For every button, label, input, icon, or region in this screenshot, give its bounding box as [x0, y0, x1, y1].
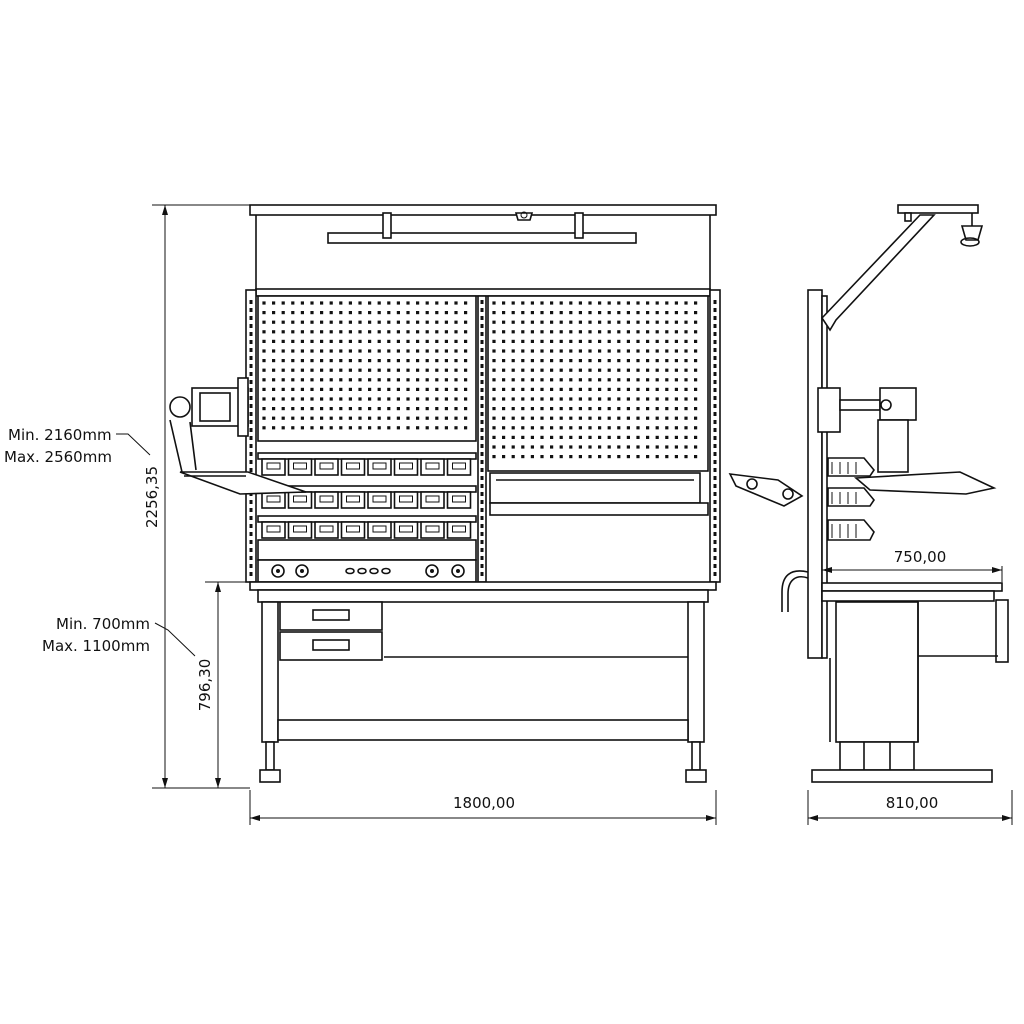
panel-top-rail — [255, 288, 711, 297]
center-bracket-hole — [520, 211, 528, 219]
worktop-frame — [257, 589, 709, 603]
table-min-label: Min. 700mm — [56, 615, 150, 633]
height-max-label: Max. 2560mm — [4, 448, 112, 466]
foot-left — [259, 769, 281, 783]
pegboard-right — [487, 295, 709, 472]
height-range-leader — [116, 433, 151, 456]
leg-right-lower — [691, 741, 701, 771]
lamp-hanger-right — [574, 212, 584, 239]
right-shelf-lip — [489, 502, 709, 516]
depth-base-label: 810,00 — [886, 794, 939, 812]
leg-right-upper — [687, 601, 705, 743]
lamp-arm-top — [897, 204, 979, 214]
pegboard-left — [257, 295, 477, 442]
side-worktop — [821, 582, 1003, 592]
top-crossbar — [249, 204, 717, 216]
lamp-hanger-left — [382, 212, 392, 239]
power-sockets — [271, 564, 465, 578]
height-min-label: Min. 2160mm — [8, 426, 112, 444]
foot-right — [685, 769, 707, 783]
table-max-label: Max. 1100mm — [42, 637, 150, 655]
center-bracket — [514, 212, 534, 221]
depth-top-label: 750,00 — [894, 548, 947, 566]
total-height-label: 2256,35 — [143, 466, 161, 528]
side-base-foot — [811, 769, 993, 783]
side-drawer-front — [995, 599, 1009, 663]
power-strip — [257, 559, 477, 583]
bin-rails — [257, 452, 477, 561]
table-range-leader — [154, 622, 196, 657]
pegboard-left-holes — [249, 300, 717, 576]
bottom-crossbar — [277, 719, 689, 741]
drawer-bottom — [279, 631, 383, 661]
table-height-label: 796,30 — [196, 659, 214, 712]
drawer-top — [279, 601, 383, 631]
monitor-mount — [879, 387, 917, 421]
width-label: 1800,00 — [453, 794, 515, 812]
pegboard-right-holes — [492, 301, 698, 459]
side-leg-lower — [839, 741, 915, 771]
lamp-arm — [820, 214, 936, 332]
leg-left-upper — [261, 601, 279, 743]
side-view — [728, 204, 1009, 783]
monitor-arm — [169, 377, 307, 495]
dimension-lines — [116, 204, 1013, 825]
worktop — [249, 581, 717, 591]
front-view — [169, 204, 721, 783]
side-keyboard-tray — [853, 471, 997, 495]
right-shelf — [489, 472, 701, 504]
lamp-bar — [327, 232, 637, 244]
leg-left-lower — [265, 741, 275, 771]
cable-hook — [781, 570, 809, 612]
keyboard-tray — [179, 471, 307, 495]
side-upright — [807, 289, 823, 659]
side-bins — [827, 457, 875, 541]
side-leg-housing — [835, 601, 919, 743]
